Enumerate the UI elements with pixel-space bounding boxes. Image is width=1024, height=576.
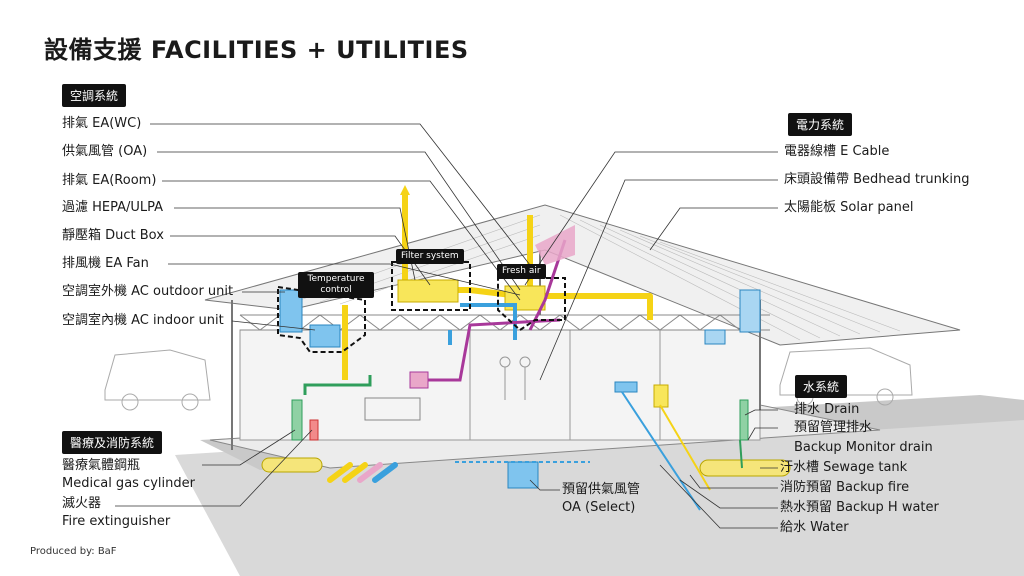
wall-unit-right [704, 329, 726, 345]
sewage-tank-left [261, 457, 323, 473]
bedhead-panel [409, 371, 429, 389]
label-ea-wc: 排氣 EA(WC) [62, 116, 142, 131]
label-ac-indoor: 空調室內機 AC indoor unit [62, 313, 224, 328]
sewage-tank [699, 459, 791, 477]
tag-temperature-line1: Temperature [307, 274, 365, 284]
label-oa-select-zh: 預留供氣風管 [562, 482, 641, 497]
label-backup-hot-water: 熱水預留 Backup H water [780, 500, 939, 515]
oa-select-box [507, 461, 539, 489]
vehicle-left [104, 349, 211, 411]
toilet [653, 384, 669, 408]
leader-lines-right [524, 151, 778, 529]
leader-line-oa [529, 479, 560, 491]
label-ea-fan: 排風機 EA Fan [62, 256, 149, 271]
tag-filter-system: Filter system [396, 249, 464, 264]
label-gas-zh: 醫療氣體鋼瓶 [62, 458, 141, 473]
label-monitor-drain-zh: 預留管理排水 [794, 420, 873, 435]
leader-lines-medical [115, 429, 313, 507]
fire-extinguisher [309, 419, 319, 441]
label-bedhead: 床頭設備帶 Bedhead trunking [784, 172, 970, 187]
section-badge-hvac: 空調系統 [62, 84, 127, 107]
label-gas-en: Medical gas cylinder [62, 476, 195, 491]
label-water: 給水 Water [780, 520, 849, 535]
tag-temperature-line2: control [320, 285, 352, 295]
label-duct-box: 靜壓箱 Duct Box [62, 228, 164, 243]
ac-outdoor-unit [279, 289, 303, 333]
tag-temperature-control: Temperature control [298, 272, 374, 298]
label-fire-en: Fire extinguisher [62, 514, 171, 529]
label-backup-fire: 消防預留 Backup fire [780, 480, 910, 495]
temperature-control-outline [277, 285, 366, 353]
staff-figures [499, 356, 531, 400]
section-badge-water: 水系統 [795, 375, 848, 398]
label-hepa: 過濾 HEPA/ULPA [62, 200, 164, 215]
label-ea-room: 排氣 EA(Room) [62, 173, 157, 188]
ac-indoor-unit [309, 324, 341, 348]
credit: Produced by: BaF [30, 546, 117, 557]
medical-gas-line [303, 375, 372, 395]
sink [614, 381, 638, 393]
page-title: 設備支援 FACILITIES + UTILITIES [44, 36, 469, 64]
hospital-bed [364, 397, 421, 421]
label-fire-zh: 滅火器 [62, 496, 102, 511]
label-oa-duct: 供氣風管 (OA) [62, 144, 148, 159]
label-oa-select-en: OA (Select) [562, 500, 636, 515]
underground-pipes [327, 462, 398, 483]
wall-panel-right [739, 289, 761, 333]
label-drain: 排水 Drain [794, 402, 860, 417]
label-e-cable: 電器線槽 E Cable [784, 144, 890, 159]
fresh-air-outline [497, 277, 566, 332]
label-ac-outdoor: 空調室外機 AC outdoor unit [62, 284, 234, 299]
tag-fresh-air: Fresh air [497, 264, 546, 279]
label-monitor-drain-en: Backup Monitor drain [794, 440, 933, 455]
water-pipes [621, 391, 743, 511]
label-solar: 太陽能板 Solar panel [784, 200, 914, 215]
duct-box [397, 279, 459, 303]
label-sewage-tank: 汙水槽 Sewage tank [780, 460, 908, 475]
section-badge-power: 電力系統 [788, 113, 853, 136]
section-badge-medical: 醫療及消防系統 [62, 431, 163, 454]
gas-cylinder [291, 399, 303, 441]
monitor-drain [739, 399, 749, 441]
supply-duct [448, 303, 517, 345]
